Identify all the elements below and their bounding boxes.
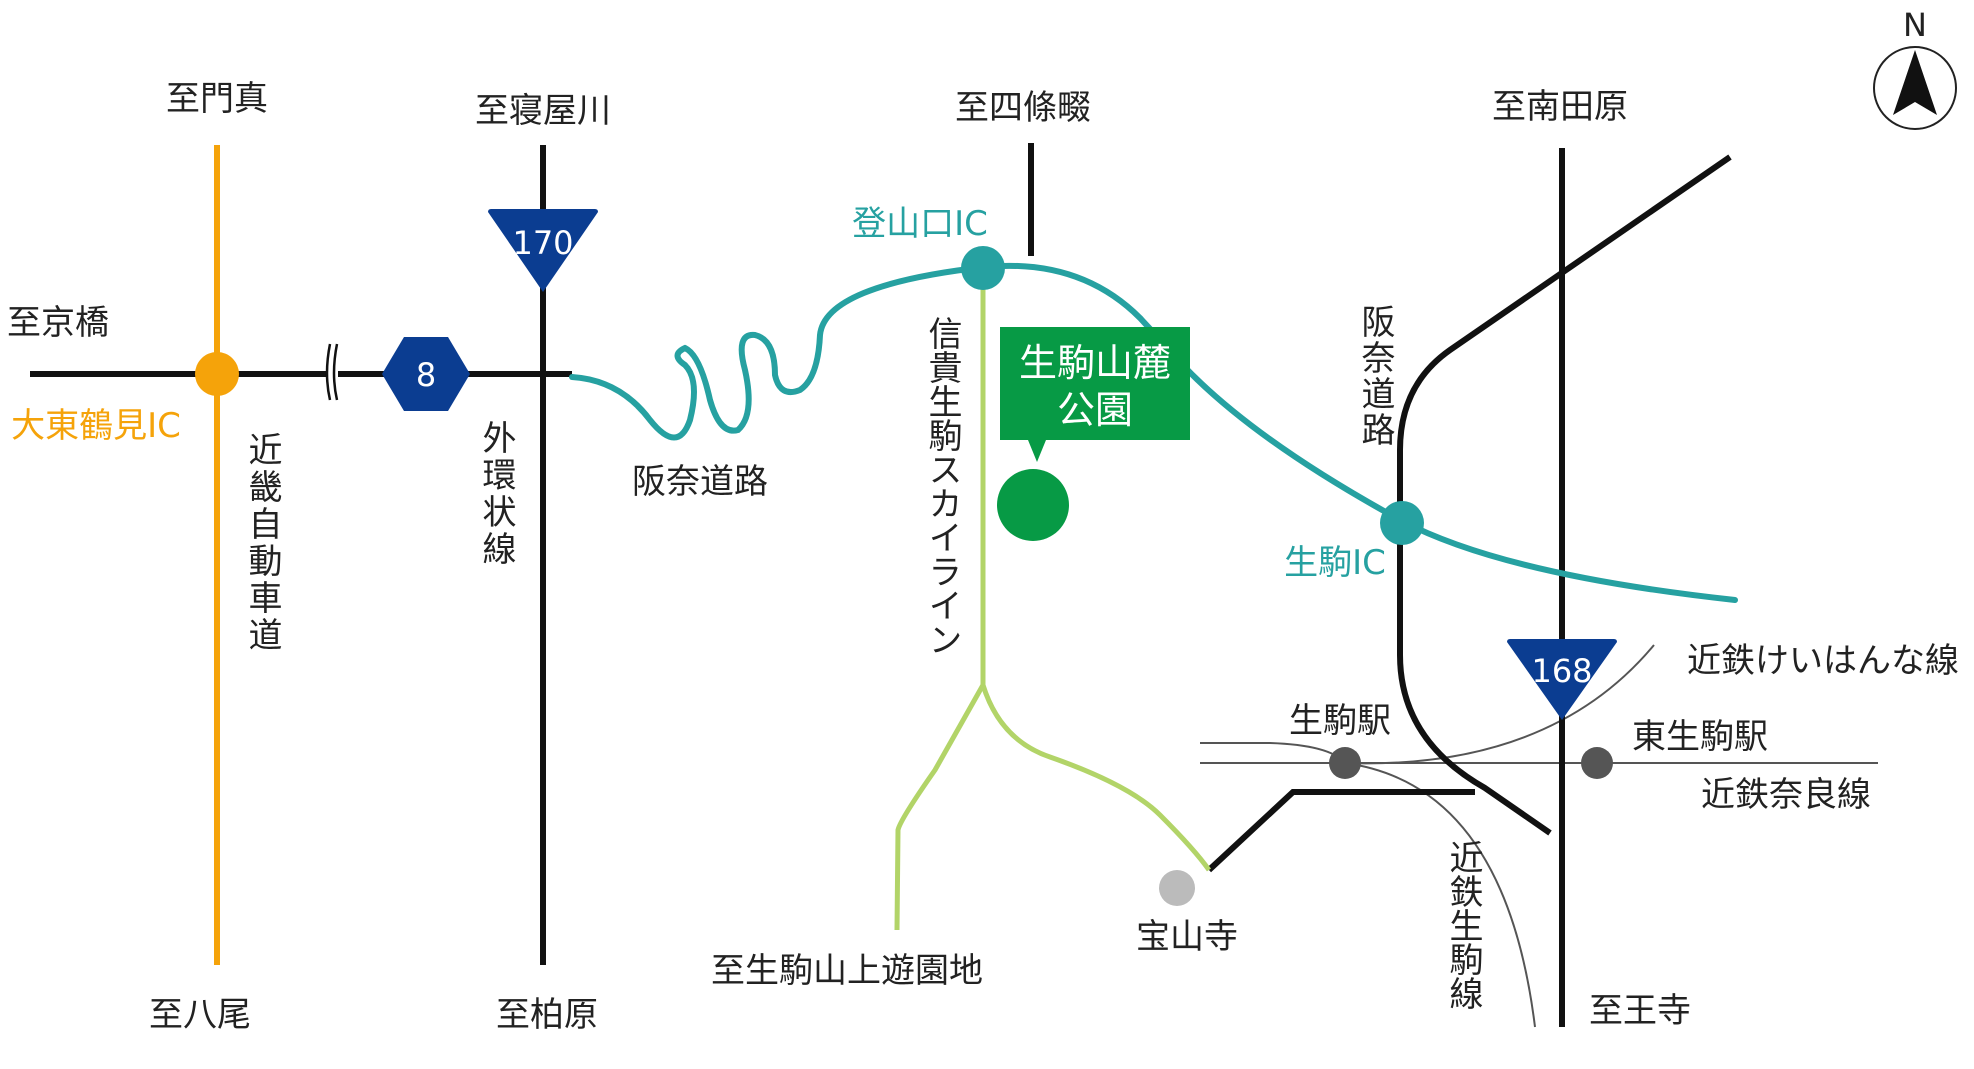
ikoma-ic-marker [1380,501,1424,545]
railway-lines [1200,644,1878,1028]
route-170-number: 170 [512,224,573,262]
route-170-shield: 170 [488,209,598,292]
label-ikoma-line: 近鉄生駒線 [1443,840,1483,1010]
dest-neyagawa: 至寝屋川 [475,91,611,131]
dest-sanjo-yuenchi: 至生駒山上遊園地 [711,951,983,991]
dest-shijonawate: 至四條畷 [955,88,1091,128]
dest-kyobashi: 至京橋 [7,303,109,343]
route-168-shield: 168 [1507,639,1617,720]
compass-north-label: N [1903,6,1927,44]
shigi-ikoma-skyline [980,268,1212,872]
north-compass: N [1873,6,1957,130]
park-callout: 生駒山麓 公園 [1000,327,1190,462]
dest-minamitawara: 至南田原 [1492,87,1628,127]
hozanji-marker [1159,870,1195,906]
park-name-line2: 公園 [1057,388,1133,432]
route-168-number: 168 [1531,652,1592,690]
dest-kashiwara: 至柏原 [496,995,598,1035]
dest-kadoma: 至門真 [166,79,268,119]
label-keihanna-line: 近鉄けいはんな線 [1687,641,1959,681]
label-daito-tsurumi-ic: 大東鶴見IC [11,406,181,446]
hanna-road-east-curve [1397,154,1732,836]
dest-yao: 至八尾 [149,995,251,1035]
label-higashi-ikoma-station: 東生駒駅 [1632,717,1768,757]
kintetsu-ikoma-line [1344,762,1536,1028]
label-ikoma-ic: 生駒IC [1284,543,1386,583]
dest-oji: 至王寺 [1589,991,1691,1031]
tozanguchi-ic-marker [961,246,1005,290]
label-kinki-expressway: 近畿自動車道 [242,432,282,654]
route-8-shield: 8 [382,337,470,411]
label-outer-loop: 外環状線 [476,420,516,568]
label-hanna-road-west: 阪奈道路 [632,462,768,502]
label-ikoma-station: 生駒駅 [1289,701,1391,741]
hanna-road [569,262,1738,603]
label-nara-line: 近鉄奈良線 [1701,775,1871,815]
label-skyline: 信貴生駒スカイライン [922,316,962,656]
compass-circle [1873,46,1957,130]
road-hozanji [1206,789,1475,873]
skyline-branch [894,683,986,931]
park-location-marker [997,469,1069,541]
route-8-number: 8 [416,356,436,394]
road-break-icon [325,343,339,401]
label-hanna-road-east: 阪奈道路 [1355,304,1395,448]
kintetsu-keihanna-line [1200,644,1655,765]
daito-tsurumi-ic-marker [195,352,239,396]
ikoma-station-marker [1329,747,1361,779]
park-name-line1: 生駒山麓 [1019,341,1171,385]
label-tozanguchi-ic: 登山口IC [852,204,988,244]
label-hozanji: 宝山寺 [1136,917,1238,957]
higashi-ikoma-station-marker [1581,747,1613,779]
compass-arrow-icon [1893,50,1937,115]
